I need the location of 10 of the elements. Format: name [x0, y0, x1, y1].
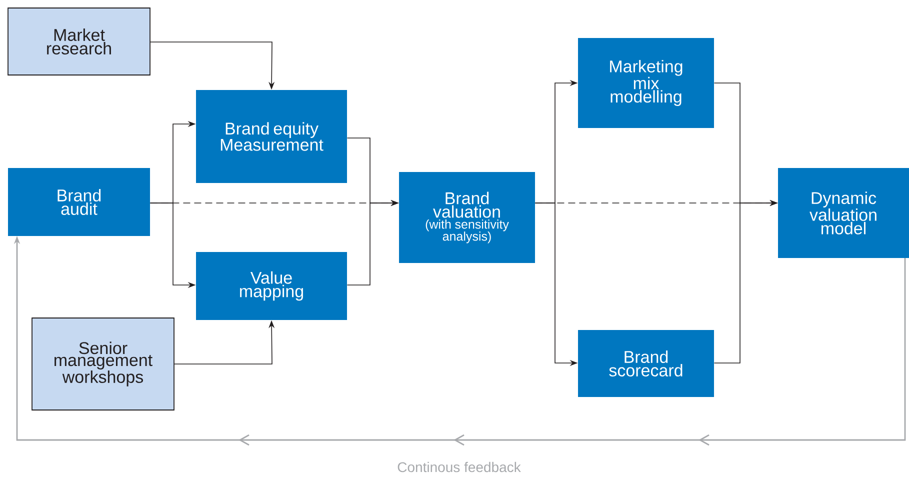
process-box: Brand equity Measurement — [196, 90, 347, 183]
process-box: Marketing mix modelling — [578, 38, 714, 128]
process-box: Brand scorecard — [578, 330, 714, 397]
process-box: Market research — [8, 8, 150, 76]
process-box: Brand valuation (with sensitivity analysis) — [399, 172, 535, 263]
process-box: Brand audit — [8, 168, 150, 236]
process-box: Value mapping — [196, 252, 347, 320]
edge-label: Continous feedback — [396, 460, 522, 474]
process-box: Senior management workshops — [32, 318, 174, 410]
process-box: Dynamic valuation model — [778, 168, 909, 258]
